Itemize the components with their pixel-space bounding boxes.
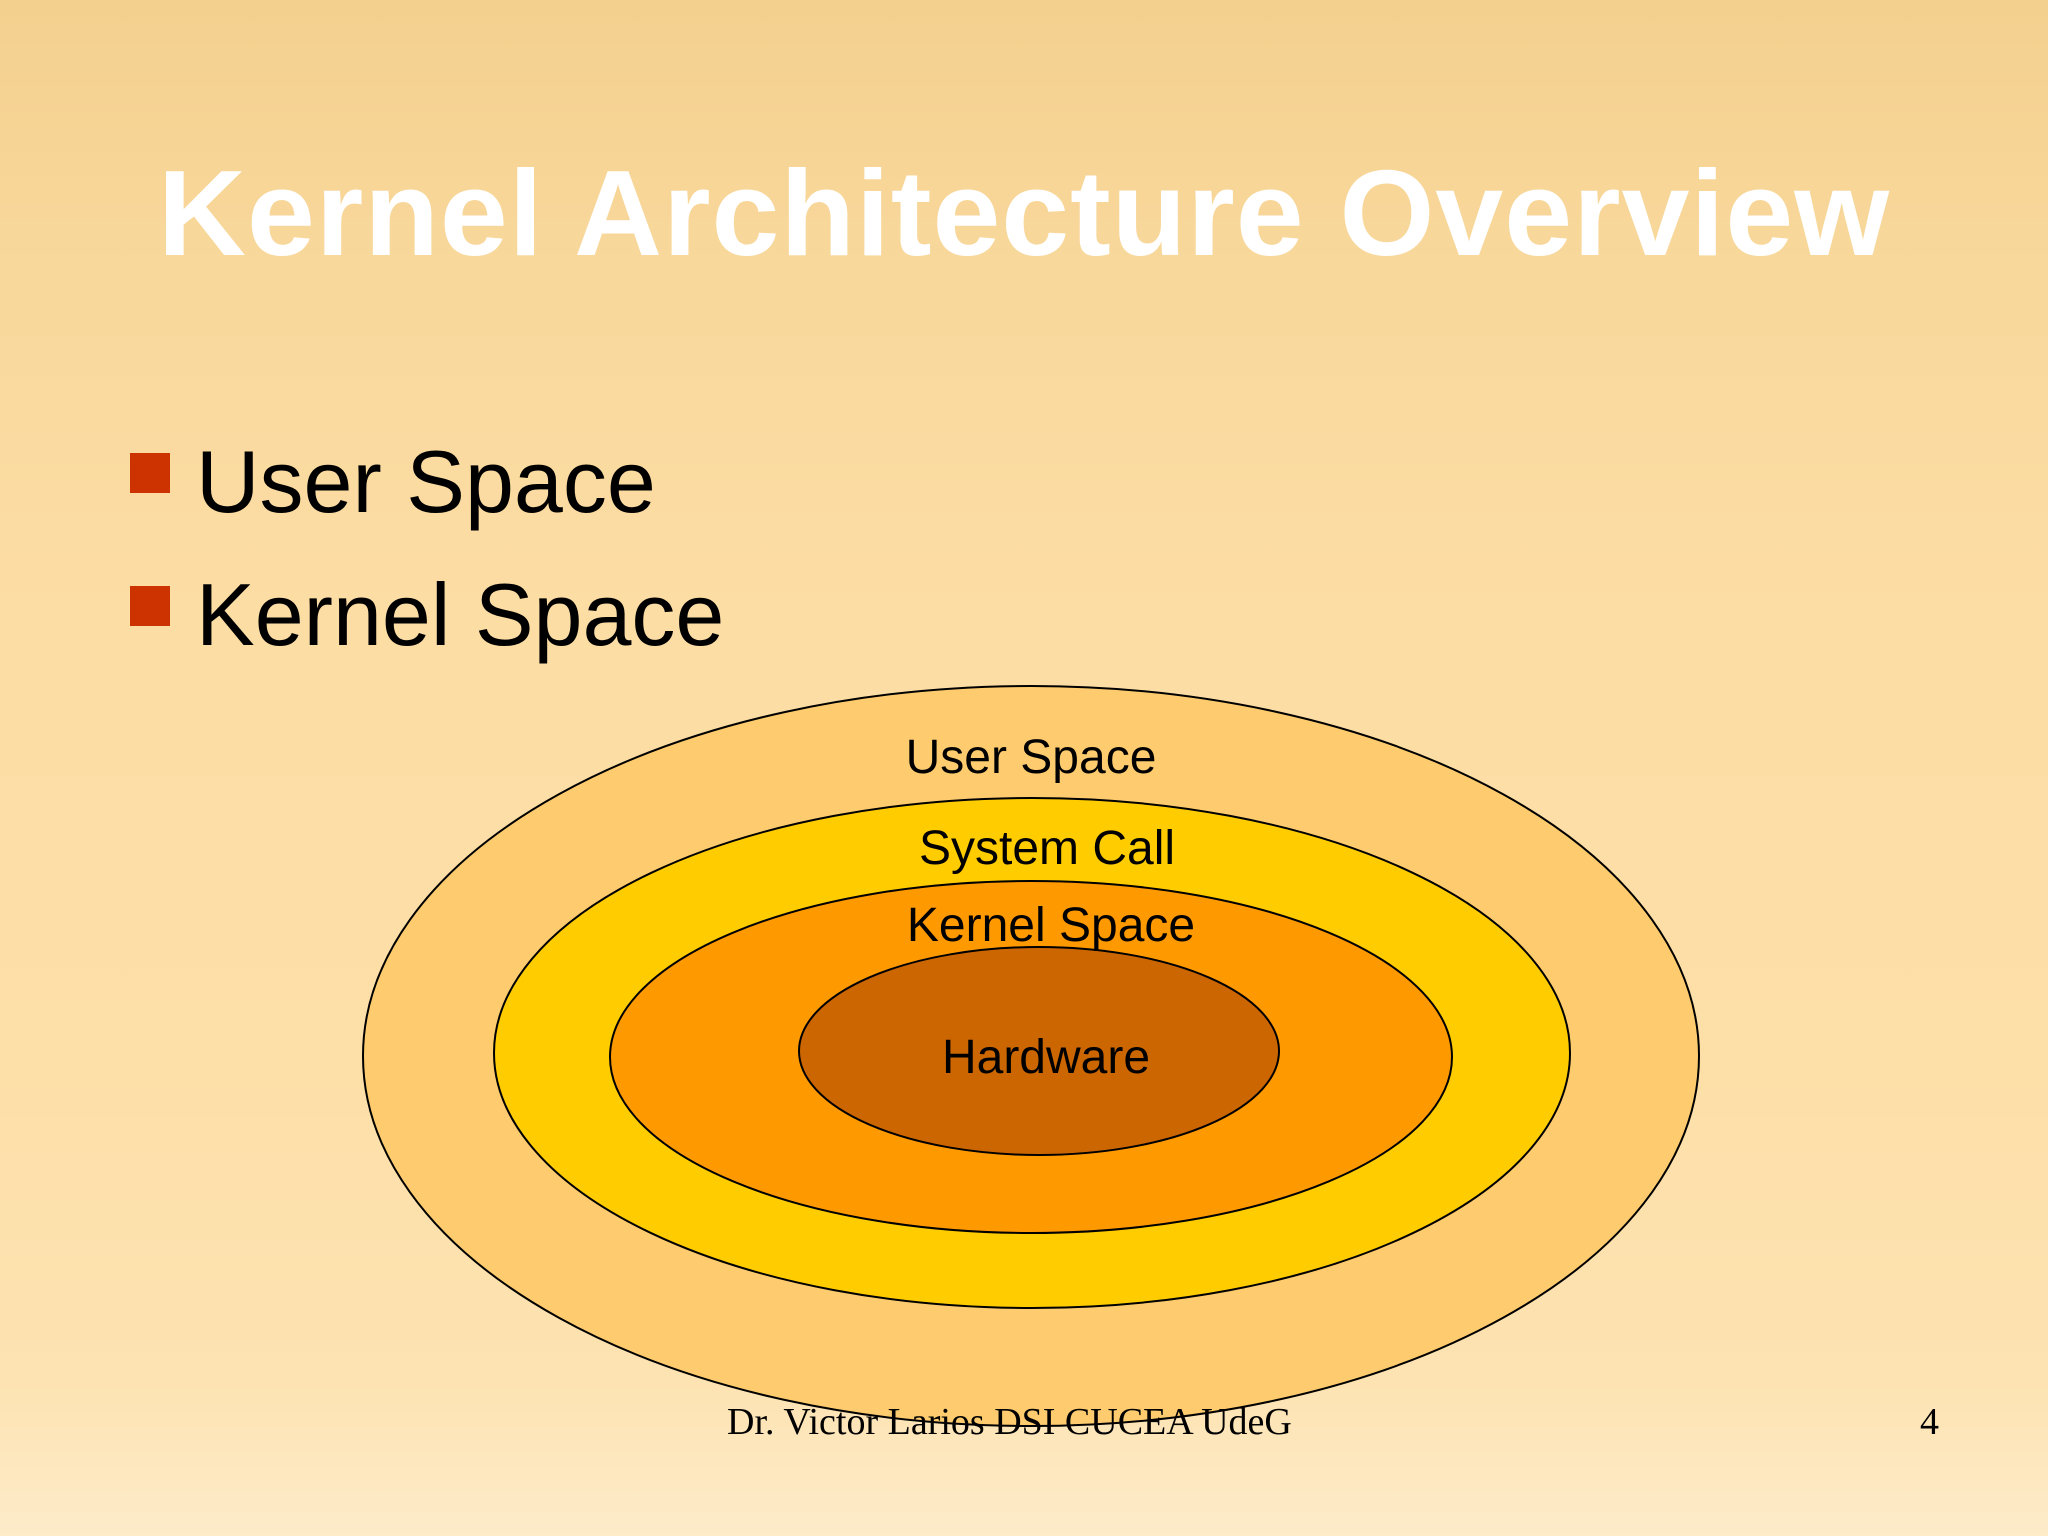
bullet-item-user-space: User Space: [130, 415, 724, 548]
bullet-label: Kernel Space: [196, 564, 725, 664]
square-bullet-icon: [130, 452, 170, 493]
ring-label-user-space: User Space: [906, 731, 1157, 784]
ring-label-hardware: Hardware: [942, 1031, 1150, 1084]
square-bullet-icon: [130, 585, 170, 626]
ring-label-kernel-space: Kernel Space: [907, 899, 1195, 952]
bullet-label: User Space: [196, 431, 656, 531]
slide-title: Kernel Architecture Overview: [157, 145, 1891, 281]
footer-author: Dr. Victor Larios DSI CUCEA UdeG: [727, 1401, 1292, 1443]
page-number: 4: [1920, 1401, 1939, 1443]
bullet-item-kernel-space: Kernel Space: [130, 548, 724, 681]
bullet-list: User Space Kernel Space: [130, 415, 724, 681]
ring-hardware: [798, 946, 1280, 1156]
ring-label-system-call: System Call: [919, 822, 1175, 875]
